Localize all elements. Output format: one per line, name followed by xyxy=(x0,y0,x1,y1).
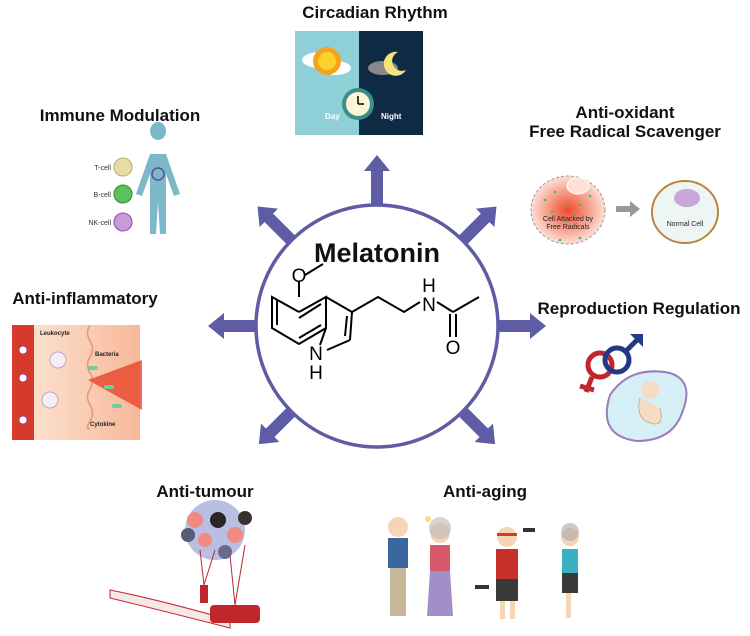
female-symbol-icon xyxy=(585,350,615,380)
elderly-man-icon xyxy=(388,517,408,616)
exercising-man-icon xyxy=(475,527,535,619)
arrows-group xyxy=(208,155,546,445)
antiaging-title: Anti-aging xyxy=(442,482,528,501)
immune-illustration: T-cell B-cell NK-cell xyxy=(88,122,180,234)
arrow-reproduction xyxy=(494,313,546,339)
arrow-antitumour xyxy=(258,404,299,445)
atom-amide-h: H xyxy=(422,276,436,297)
transition-arrow-icon xyxy=(616,201,640,217)
dumbbell-icon xyxy=(523,528,535,532)
tcell-label: T-cell xyxy=(94,165,111,172)
atom-indole-h: H xyxy=(309,363,323,384)
antioxidant-title-line1: Anti-oxidant xyxy=(575,103,675,122)
antitumour-title: Anti-tumour xyxy=(156,482,254,501)
bcell-label: B-cell xyxy=(93,192,111,199)
antiinflammatory-illustration: Leukocyte Bacteria Cytokine xyxy=(12,324,142,440)
antiinflammatory-title: Anti-inflammatory xyxy=(12,289,158,308)
center-title: Melatonin xyxy=(314,238,440,268)
night-label: Night xyxy=(381,112,402,121)
atom-amide-n: N xyxy=(422,295,436,316)
tumour-mass xyxy=(181,500,252,560)
moon-icon xyxy=(383,51,406,76)
reproduction-illustration xyxy=(579,334,688,443)
circadian-title: Circadian Rhythm xyxy=(302,3,448,22)
circadian-illustration: Day Night xyxy=(295,31,423,135)
nkcell-label: NK-cell xyxy=(88,220,111,227)
normal-cell-icon xyxy=(651,180,719,244)
antioxidant-title-line2: Free Radical Scavenger xyxy=(529,122,721,141)
attacked-cell-label-2: Free Radicals xyxy=(546,224,590,231)
attacked-cell-label-1: Cell Attacked by xyxy=(543,216,594,223)
arrow-antiaging xyxy=(455,404,496,445)
human-body-icon xyxy=(136,122,180,234)
arrow-immune xyxy=(257,206,299,248)
attacked-cell-icon xyxy=(530,175,606,245)
cytokine-label: Cytokine xyxy=(90,422,116,428)
atom-methoxy-o: O xyxy=(292,266,307,287)
yoga-woman-icon xyxy=(561,523,579,618)
male-symbol-icon xyxy=(602,345,632,375)
melatonin-structure xyxy=(271,263,480,351)
lightbulb-icon xyxy=(425,516,431,522)
antitumour-illustration xyxy=(109,500,260,629)
antiaging-illustration xyxy=(388,516,579,619)
night-panel xyxy=(359,31,423,135)
arrow-antioxidant xyxy=(455,206,497,248)
immune-title: Immune Modulation xyxy=(39,106,201,125)
antioxidant-illustration: Cell Attacked by Free Radicals Normal Ce… xyxy=(530,175,719,245)
reproduction-title: Reproduction Regulation xyxy=(537,299,741,318)
atom-indole-n: N xyxy=(309,344,323,365)
arrow-circadian xyxy=(364,155,390,209)
normal-cell-label: Normal Cell xyxy=(667,221,704,228)
bacteria-label: Bacteria xyxy=(95,352,119,358)
blood-vessel-icon xyxy=(210,605,260,623)
arrow-antiinflammatory xyxy=(208,313,260,339)
elderly-woman-icon xyxy=(427,517,453,616)
atom-carbonyl-o: O xyxy=(446,338,461,359)
day-label: Day xyxy=(325,112,340,121)
leukocyte-label: Leukocyte xyxy=(40,331,70,337)
center-circle xyxy=(254,203,500,449)
